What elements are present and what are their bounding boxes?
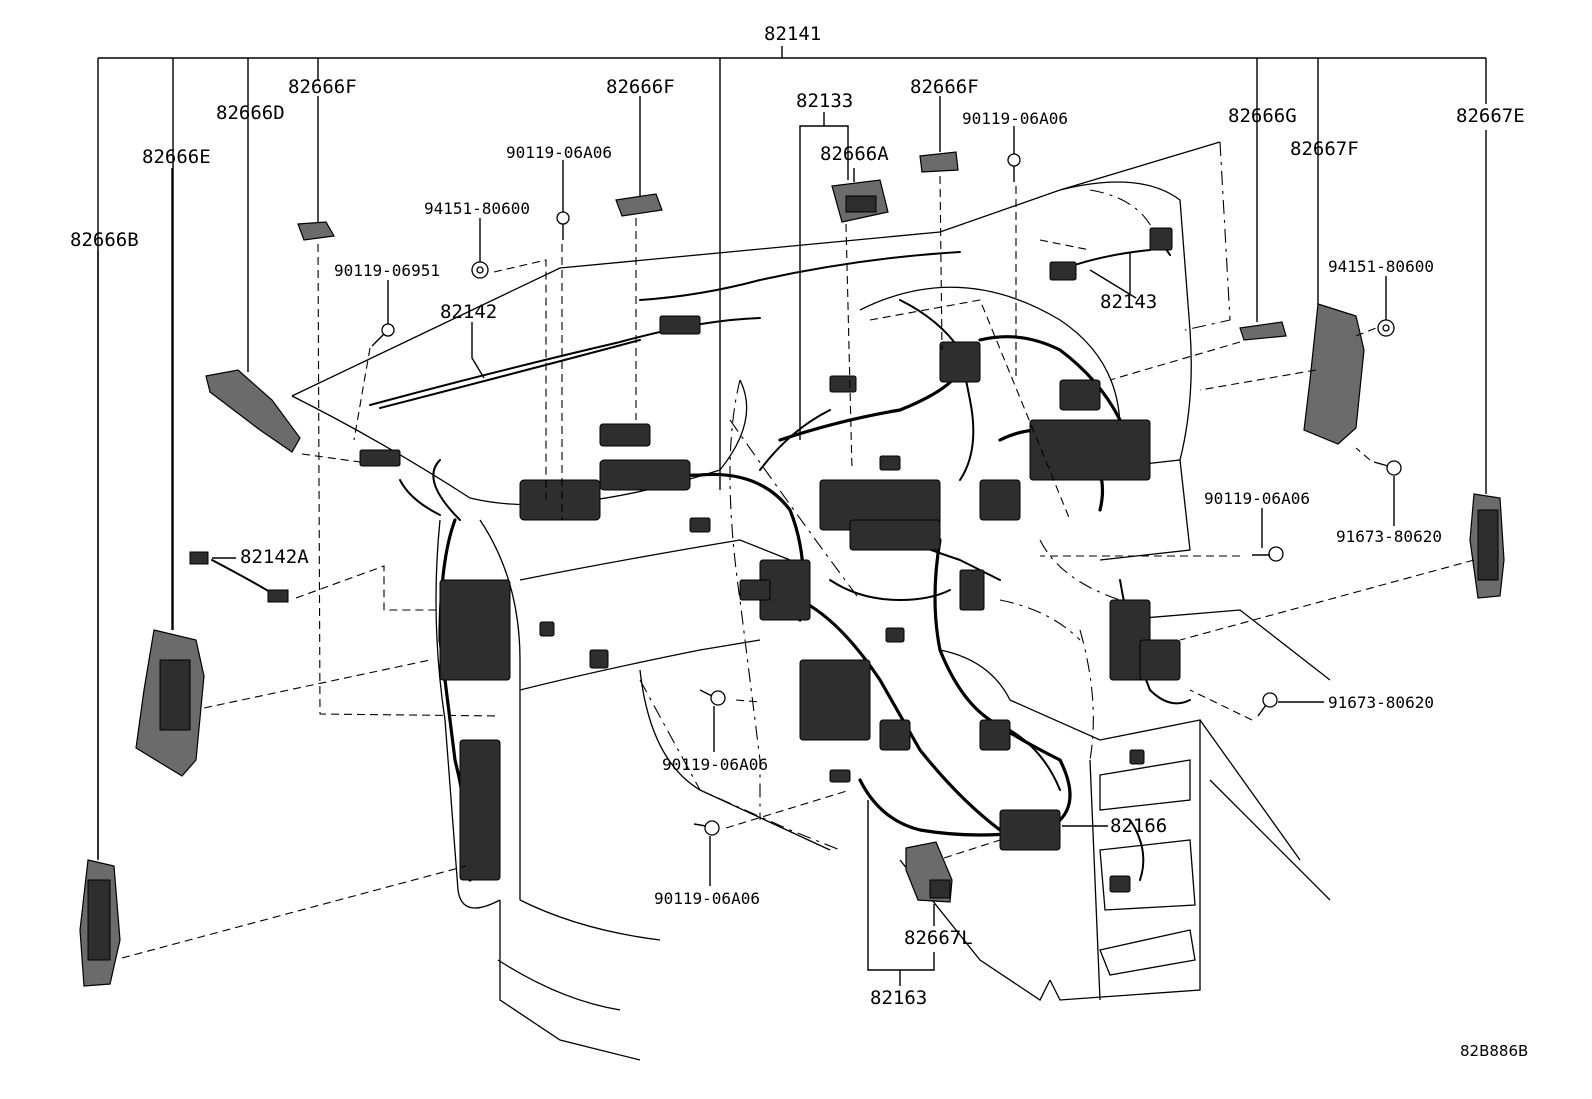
harness-wires xyxy=(211,229,1191,882)
label-82666F-middle: 82666F xyxy=(606,76,675,98)
harness-connectors xyxy=(359,227,1181,893)
bolt-91673-80620-a-icon xyxy=(1373,460,1402,476)
label-82133: 82133 xyxy=(796,90,853,112)
label-82666G: 82666G xyxy=(1228,105,1297,127)
diagram-reference-code: 82B886B xyxy=(1460,1042,1528,1060)
label-82667L: 82667L xyxy=(904,927,973,949)
bolt-90119-06A06-c-icon xyxy=(1252,546,1284,562)
nut-94151-80600-b-icon xyxy=(1377,319,1395,337)
bolt-91673-80620-b-icon xyxy=(1257,692,1278,717)
label-91673-80620-a: 91673-80620 xyxy=(1336,527,1442,546)
label-90119-06A06-d: 90119-06A06 xyxy=(662,755,768,774)
label-90119-06951: 90119-06951 xyxy=(334,261,440,280)
bolt-90119-06A06-e-icon xyxy=(693,820,720,836)
label-90119-06A06-e: 90119-06A06 xyxy=(654,889,760,908)
label-82142A: 82142A xyxy=(240,546,309,568)
label-82143: 82143 xyxy=(1100,291,1157,313)
installation-dashed-lines xyxy=(121,175,1475,959)
bracket-82666D xyxy=(205,369,301,453)
label-94151-80600-b: 94151-80600 xyxy=(1328,257,1434,276)
nut-94151-80600-a-icon xyxy=(471,261,489,279)
label-90119-06A06-b: 90119-06A06 xyxy=(962,109,1068,128)
label-82166: 82166 xyxy=(1110,815,1167,837)
main-harness-leader-bracket xyxy=(97,46,1487,858)
label-82666F-left: 82666F xyxy=(288,76,357,98)
exploded-parts xyxy=(79,151,1505,987)
label-82141: 82141 xyxy=(764,23,821,45)
label-leader-lines xyxy=(97,96,1487,986)
part-labels: 82141 82666F 82666F 82666F 82666D 82666E… xyxy=(70,23,1528,1060)
label-82666F-right: 82666F xyxy=(910,76,979,98)
label-82667F: 82667F xyxy=(1290,138,1359,160)
clip-82666F-right xyxy=(919,151,959,173)
label-91673-80620-b: 91673-80620 xyxy=(1328,693,1434,712)
bracket-82667F xyxy=(1303,303,1365,445)
label-82666B: 82666B xyxy=(70,229,139,251)
label-82163: 82163 xyxy=(870,987,927,1009)
clip-82666F-left xyxy=(297,221,335,241)
bolt-90119-06951-icon xyxy=(371,323,395,347)
label-94151-80600-a: 94151-80600 xyxy=(424,199,530,218)
label-90119-06A06-a: 90119-06A06 xyxy=(506,143,612,162)
clip-82666G xyxy=(1239,321,1287,341)
label-82142: 82142 xyxy=(440,301,497,323)
label-82667E: 82667E xyxy=(1456,105,1525,127)
label-82666E: 82666E xyxy=(142,146,211,168)
label-82666D: 82666D xyxy=(216,102,285,124)
label-82666A: 82666A xyxy=(820,143,889,165)
label-90119-06A06-c: 90119-06A06 xyxy=(1204,489,1310,508)
sensor-82142A xyxy=(189,551,209,565)
clip-82666F-middle xyxy=(615,193,663,217)
bolt-90119-06A06-a-icon xyxy=(556,211,570,240)
bolt-90119-06A06-d-icon xyxy=(699,689,726,706)
bolt-90119-06A06-b-icon xyxy=(1007,153,1021,182)
